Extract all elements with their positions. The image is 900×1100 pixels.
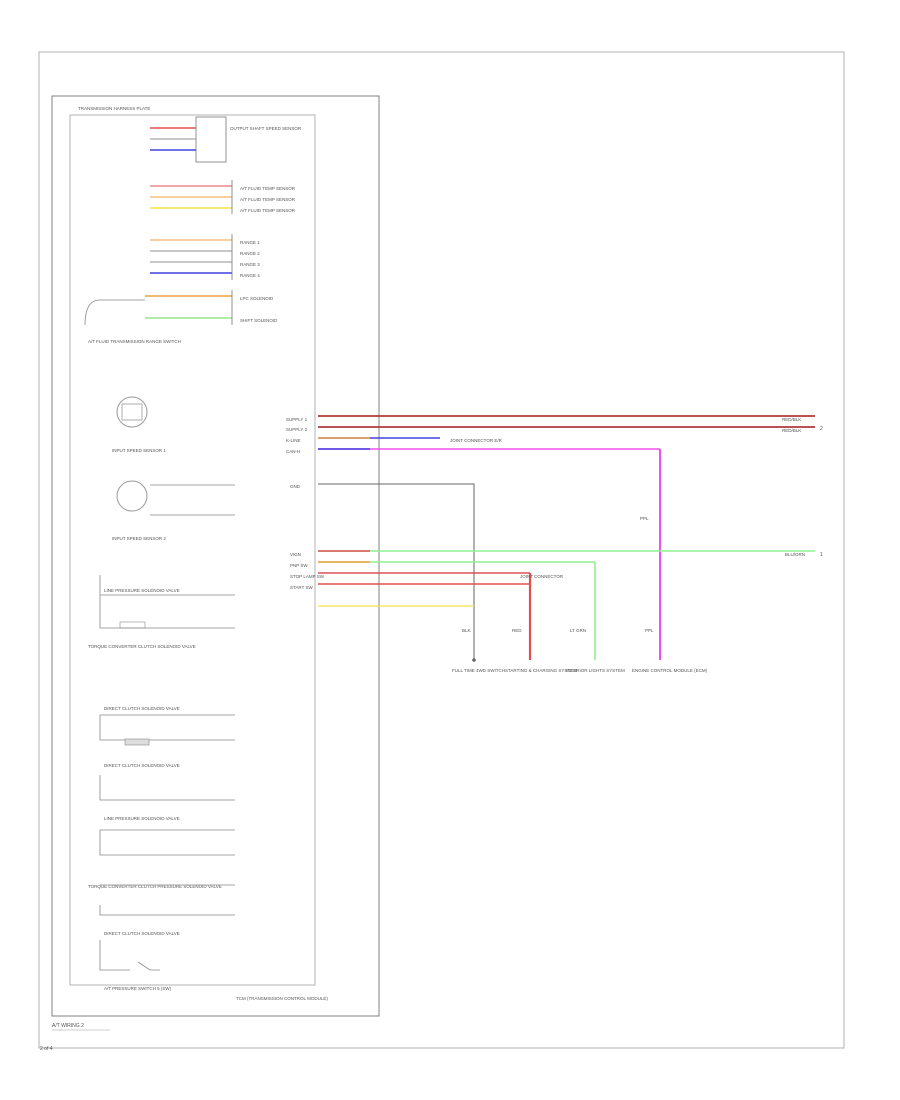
speed-sensor-1-label: INPUT SPEED SENSOR 1: [112, 448, 166, 453]
dest-wire-4: PPL: [645, 628, 654, 633]
dest-label-2: STARTING & CHARGING SYSTEM: [505, 668, 577, 673]
tcm-inner-box: [69, 114, 316, 986]
dest-label-1: FULL TIME 4WD SWITCH: [452, 668, 505, 673]
ref-2-marker: 2: [820, 426, 823, 432]
footer-page: 2 of 4: [40, 1046, 53, 1052]
junction-2-label: JOINT CONNECTOR: [520, 574, 564, 579]
wire-color-top-1: RED/BLK: [782, 417, 801, 422]
pin-supply-1: SUPPLY 1: [286, 417, 308, 422]
valve-2: [99, 714, 235, 746]
range-row-1: RANGE 1: [240, 240, 260, 245]
ref-1-marker: 1: [820, 552, 823, 558]
pin-stop-lamp: STOP LAMP SW: [290, 574, 325, 579]
diagram-frame: [38, 51, 845, 1049]
pin-supply-2: SUPPLY 2: [286, 427, 308, 432]
pin-gnd: GND: [290, 484, 301, 489]
pin-vign: VIGN: [290, 552, 301, 557]
sensor-group-1-label: OUTPUT SHAFT SPEED SENSOR: [230, 126, 302, 131]
dest-wire-2: RED: [512, 628, 522, 633]
top-connector-label: TRANSMISSION HARNESS PLATE: [78, 106, 150, 111]
pin-can-h: CAN-H: [286, 449, 300, 454]
range-row-2: RANGE 2: [240, 251, 260, 256]
pressure-row-2: SHIFT SOLENOID: [240, 318, 278, 323]
speed-sensor-2-icon: [116, 480, 235, 516]
valve-4: [99, 884, 235, 971]
pressure-wires: [84, 290, 233, 326]
wire-color-mid-1: BLU/ORN: [785, 552, 805, 557]
speed-sensor-1-icon: [116, 396, 148, 428]
atf-temp-row-3: A/T FLUID TEMP SENSOR: [240, 208, 296, 213]
dest-label-4: ENGINE CONTROL MODULE (ECM): [632, 668, 708, 673]
ppl-label: PPL: [640, 516, 649, 521]
valve-1-sub: TORQUE CONVERTER CLUTCH SOLENOID VALVE: [88, 644, 196, 649]
atf-temp-row-1: A/T FLUID TEMP SENSOR: [240, 186, 296, 191]
valve-1-label: LINE PRESSURE SOLENOID VALVE: [104, 588, 180, 593]
atf-temp-row-2: A/T FLUID TEMP SENSOR: [240, 197, 296, 202]
valve-1: [99, 575, 235, 629]
valve-4-label: DIRECT CLUTCH SOLENOID VALVE: [104, 931, 180, 936]
range-row-3: RANGE 3: [240, 262, 260, 267]
mid-harness-wires: [318, 550, 815, 660]
pin-start: START SW: [290, 585, 314, 590]
sensor-group-1-box: [195, 116, 227, 163]
footer-left: A/T WIRING 2: [52, 1023, 84, 1029]
valve-4-sub: A/T PRESSURE SWITCH 5 (SW): [104, 986, 172, 991]
valve-3-label: LINE PRESSURE SOLENOID VALVE: [104, 816, 180, 821]
valve-2-label: DIRECT CLUTCH SOLENOID VALVE: [104, 706, 180, 711]
range-row-4: RANGE 4: [240, 273, 260, 278]
dest-wire-3: LT GRN: [570, 628, 586, 633]
atf-temp-wires: [150, 180, 233, 214]
valve-3: [99, 775, 235, 856]
tcm-module-box: [51, 95, 380, 1017]
range-switch-label: A/T FLUID TRANSMISSION RANGE SWITCH: [88, 339, 181, 344]
sensor-group-1-wires: [150, 127, 196, 151]
pressure-row-1: LPC SOLENOID: [240, 296, 274, 301]
wire-color-top-2: RED/BLK: [782, 428, 801, 433]
junction-1-label: JOINT CONNECTOR E/R: [450, 438, 503, 443]
tcm-module-label: TCM (TRANSMISSION CONTROL MODULE): [236, 996, 328, 1001]
dest-label-3: INTERIOR LIGHTS SYSTEM: [566, 668, 625, 673]
dest-wire-1: BLK: [462, 628, 471, 633]
valve-3-sub: TORQUE CONVERTER CLUTCH PRESSURE SOLENOI…: [88, 884, 222, 889]
range-switch-wires: [150, 234, 233, 280]
pin-pnp: PNP SW: [290, 563, 308, 568]
speed-sensor-2-label: INPUT SPEED SENSOR 2: [112, 536, 166, 541]
top-harness-wires: [318, 415, 815, 660]
pin-k-line: K-LINE: [286, 438, 301, 443]
ground-wire: [318, 483, 476, 662]
valve-2-sub: DIRECT CLUTCH SOLENOID VALVE: [104, 763, 180, 768]
